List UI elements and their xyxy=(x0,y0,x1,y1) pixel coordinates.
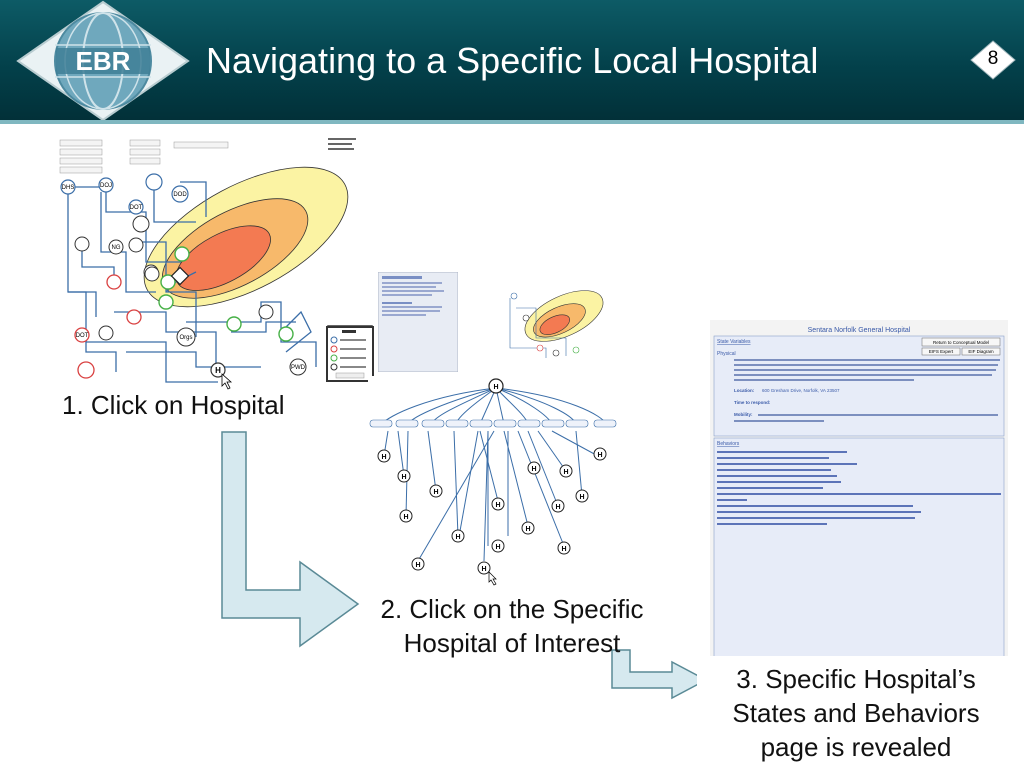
svg-text:H: H xyxy=(415,562,420,569)
resources-text xyxy=(734,359,1000,381)
return-button-label: Return to Conceptual Model xyxy=(933,340,989,345)
svg-text:H: H xyxy=(493,384,498,391)
svg-text:H: H xyxy=(381,454,386,461)
behaviors-label: Behaviors xyxy=(717,441,740,447)
svg-text:H: H xyxy=(481,566,486,573)
hospital-node-icons[interactable]: H H H H H H H H H H H H H H H H H xyxy=(377,378,607,575)
legend-popup xyxy=(326,326,374,382)
step-arrow-icon xyxy=(221,431,360,648)
node-label: PWD xyxy=(291,365,306,371)
svg-text:H: H xyxy=(525,526,530,533)
step-arrow-icon xyxy=(611,649,708,700)
step-2-caption: 2. Click on the Specific Hospital of Int… xyxy=(362,592,662,660)
cursor-icon xyxy=(221,373,233,390)
network-nodes[interactable]: DHS DOJ DOD DOT NG DOT Orgs PWD xyxy=(60,173,307,379)
slide-title: Navigating to a Specific Local Hospital xyxy=(206,40,819,81)
return-button[interactable]: Return to Conceptual Model xyxy=(921,337,1001,347)
location-value: 600 Gresham Drive, Norfolk, VA 23507 xyxy=(762,388,840,393)
svg-text:H: H xyxy=(455,534,460,541)
hospital-page-title: Sentara Norfolk General Hospital xyxy=(808,327,911,334)
diagram-button-label: EIF Diagram xyxy=(968,349,994,354)
node-label: DHS xyxy=(62,185,75,191)
step-3-line-2: States and Behaviors xyxy=(732,698,980,728)
svg-text:H: H xyxy=(531,466,536,473)
node-label: NG xyxy=(112,245,121,251)
map-controls[interactable] xyxy=(59,139,229,174)
svg-text:H: H xyxy=(561,546,566,553)
state-variables-label: State Variables xyxy=(717,339,751,345)
logo-text: EBR xyxy=(76,46,131,76)
svg-text:H: H xyxy=(433,489,438,496)
svg-text:H: H xyxy=(401,474,406,481)
node-label: Orgs xyxy=(179,335,192,341)
page-number: 8 xyxy=(987,48,999,69)
tree-category-boxes[interactable] xyxy=(369,419,617,428)
mobility-label: Mobility: xyxy=(734,412,753,417)
node-label: DOT xyxy=(130,205,143,211)
step-3-caption: 3. Specific Hospital’s States and Behavi… xyxy=(697,662,1015,764)
behaviors-list xyxy=(717,451,1001,525)
step-3-line-1: 3. Specific Hospital’s xyxy=(736,664,976,694)
time-to-respond-label: Time to respond: xyxy=(734,400,771,405)
svg-text:H: H xyxy=(597,452,602,459)
expert-button[interactable]: EIFS Expert xyxy=(921,347,961,356)
step-1-caption: 1. Click on Hospital xyxy=(62,390,285,420)
cursor-icon xyxy=(488,571,497,586)
header-divider xyxy=(0,120,1024,124)
svg-text:H: H xyxy=(555,504,560,511)
svg-text:H: H xyxy=(579,494,584,501)
diagram-button[interactable]: EIF Diagram xyxy=(961,347,1001,356)
node-label: DOJ xyxy=(100,183,112,189)
location-label: Location: xyxy=(734,388,755,393)
svg-text:H: H xyxy=(495,544,500,551)
step-3-line-3: page is revealed xyxy=(760,732,952,762)
hospital-tree-screenshot[interactable]: H H H H H H H H H H H H H H H H H xyxy=(368,376,630,588)
physical-label: Physical xyxy=(717,351,736,357)
node-label: DOD xyxy=(173,192,187,198)
node-label: DOT xyxy=(76,333,89,339)
svg-text:H: H xyxy=(563,469,568,476)
svg-text:H: H xyxy=(215,366,221,375)
network-map-screenshot[interactable]: DHS DOJ DOD DOT NG DOT Orgs PWD H xyxy=(56,132,376,394)
step-2-line-1: 2. Click on the Specific xyxy=(380,594,644,624)
slide-header: EBR Navigating to a Specific Local Hospi… xyxy=(0,0,1024,124)
svg-text:H: H xyxy=(495,502,500,509)
step-2-line-2: Hospital of Interest xyxy=(403,628,621,658)
document-thumbnail xyxy=(378,272,458,372)
expert-button-label: EIFS Expert xyxy=(929,349,954,354)
page-number-badge xyxy=(970,40,1016,80)
hospital-page-screenshot[interactable]: Sentara Norfolk General Hospital State V… xyxy=(710,320,1008,668)
hospital-icon[interactable]: H xyxy=(210,362,226,378)
svg-text:H: H xyxy=(403,514,408,521)
step-3-caption-box xyxy=(697,656,1015,768)
plume-thumbnail xyxy=(506,278,608,368)
tree-links xyxy=(381,387,607,562)
